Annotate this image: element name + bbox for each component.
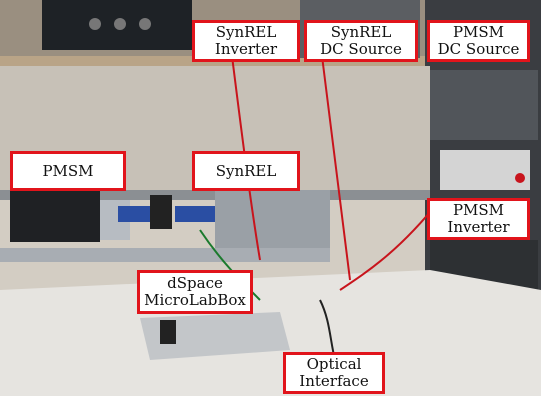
knob — [114, 18, 126, 30]
synrel-motor — [215, 190, 330, 248]
pmsm-inverter-label: PMSM Inverter — [427, 198, 530, 240]
label-line: SynREL — [330, 23, 392, 41]
pmsm-label: PMSM — [10, 151, 126, 191]
synrel-dc-source-label: SynREL DC Source — [304, 20, 418, 62]
red-cable — [319, 39, 351, 281]
label-line: Inverter — [214, 40, 278, 58]
pmsm-motor — [10, 190, 100, 242]
optical-interface-label: Optical Interface — [283, 352, 385, 394]
torque-sensor — [150, 195, 172, 229]
label-line: Inverter — [447, 218, 510, 236]
label-line: PMSM — [452, 201, 505, 219]
motor-base — [0, 248, 330, 262]
green-cable — [199, 229, 261, 301]
connector — [160, 320, 176, 344]
knob — [139, 18, 151, 30]
rack-breakers — [440, 150, 530, 190]
label-line: SynREL — [215, 161, 277, 180]
label-line: PMSM — [452, 23, 505, 41]
label-line: DC Source — [320, 40, 402, 58]
pmsm-dc-source-label: PMSM DC Source — [427, 20, 530, 62]
label-line: PMSM — [42, 161, 94, 180]
rack-button — [515, 173, 525, 183]
label-line: dSpace — [167, 274, 223, 292]
rack-panel — [430, 70, 538, 140]
dspace-label: dSpace MicroLabBox — [137, 270, 253, 314]
synrel-inverter-label: SynREL Inverter — [192, 20, 300, 62]
label-line: SynREL — [215, 23, 277, 41]
coupling — [175, 206, 215, 222]
knob — [89, 18, 101, 30]
label-line: MicroLabBox — [144, 291, 246, 309]
label-line: Optical — [306, 355, 362, 373]
label-line: DC Source — [437, 40, 520, 58]
synrel-label: SynREL — [192, 151, 300, 191]
label-line: Interface — [299, 372, 369, 390]
coupling — [118, 206, 150, 222]
dspace-box — [140, 312, 290, 360]
